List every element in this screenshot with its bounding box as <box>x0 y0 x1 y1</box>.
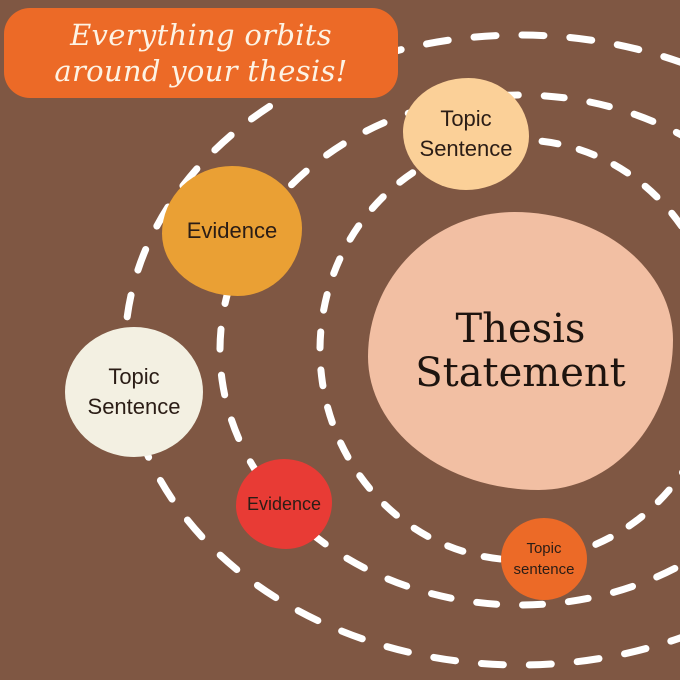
evidence-node-bottom: Evidence <box>236 459 332 549</box>
middle-orbit <box>216 91 680 609</box>
thesis-statement-label: Thesis Statement <box>415 306 626 396</box>
topic-sentence-label-bottom: Topic sentence <box>513 540 575 578</box>
topic-sentence-node-bottom: Topic sentence <box>501 518 587 600</box>
title-text: Everything orbits around your thesis! <box>54 18 348 88</box>
topic-sentence-label-top: Topic Sentence <box>419 106 513 161</box>
thesis-statement-node: Thesis Statement <box>368 212 673 490</box>
evidence-label-bottom: Evidence <box>246 493 322 514</box>
evidence-label-top: Evidence <box>186 218 278 243</box>
topic-sentence-node-left: Topic Sentence <box>65 327 203 457</box>
evidence-node-top: Evidence <box>162 166 302 296</box>
topic-sentence-node-top: Topic Sentence <box>403 78 529 190</box>
title-banner: Everything orbits around your thesis! <box>4 8 398 98</box>
topic-sentence-label-left: Topic Sentence <box>87 364 181 419</box>
